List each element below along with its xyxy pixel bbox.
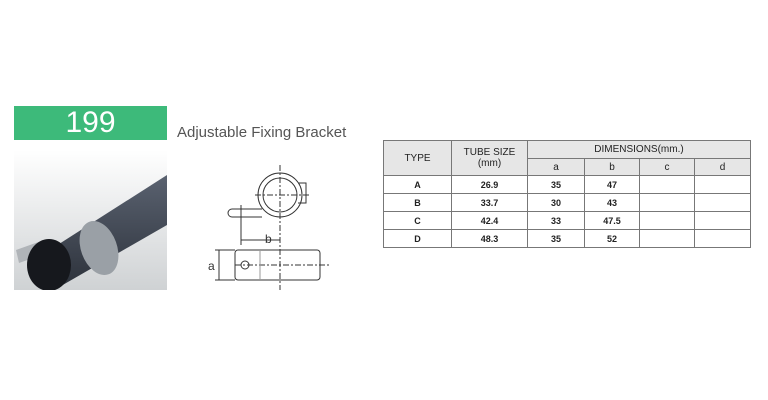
svg-text:a: a	[208, 259, 215, 273]
cell-tube: 33.7	[451, 193, 528, 212]
cell-a: 35	[527, 229, 585, 248]
product-photo	[14, 150, 167, 290]
header-tube-size: TUBE SIZE(mm)	[451, 140, 528, 176]
cell-d	[694, 175, 751, 194]
product-code-badge: 199	[14, 106, 167, 140]
cell-type: D	[383, 229, 452, 248]
cell-c	[639, 193, 695, 212]
cell-c	[639, 175, 695, 194]
technical-drawing: b a	[208, 165, 330, 290]
cell-b: 52	[584, 229, 640, 248]
cell-c	[639, 229, 695, 248]
header-b: b	[584, 158, 640, 176]
cell-b: 43	[584, 193, 640, 212]
cell-a: 30	[527, 193, 585, 212]
cell-a: 35	[527, 175, 585, 194]
cell-d	[694, 193, 751, 212]
cell-tube: 42.4	[451, 211, 528, 230]
header-a: a	[527, 158, 585, 176]
svg-text:b: b	[265, 232, 272, 246]
cell-d	[694, 211, 751, 230]
header-c: c	[639, 158, 695, 176]
cell-d	[694, 229, 751, 248]
cell-b: 47.5	[584, 211, 640, 230]
cell-c	[639, 211, 695, 230]
cell-type: B	[383, 193, 452, 212]
cell-a: 33	[527, 211, 585, 230]
cell-type: C	[383, 211, 452, 230]
dimensions-table: TYPE TUBE SIZE(mm) DIMENSIONS(mm.) a b c…	[383, 140, 751, 248]
cell-tube: 48.3	[451, 229, 528, 248]
header-dimensions: DIMENSIONS(mm.)	[527, 140, 751, 159]
header-type: TYPE	[383, 140, 452, 176]
header-d: d	[694, 158, 751, 176]
cell-tube: 26.9	[451, 175, 528, 194]
cell-b: 47	[584, 175, 640, 194]
product-title: Adjustable Fixing Bracket	[177, 124, 347, 141]
cell-type: A	[383, 175, 452, 194]
